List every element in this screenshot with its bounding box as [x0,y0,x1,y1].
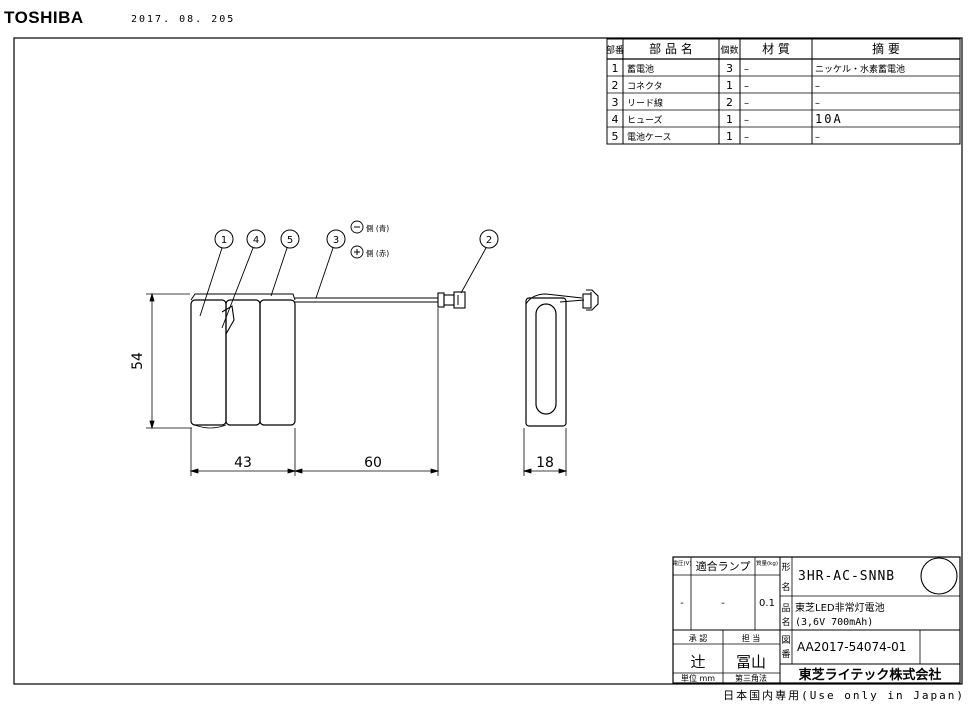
row-name: 蓄電池 [627,63,654,75]
row-name: コネクタ [627,81,663,92]
battery-front-view [190,291,466,429]
row-name: ヒューズ [627,114,663,126]
row-no: 1 [612,62,619,75]
parts-table: 部番 部 品 名 個数 材 質 摘 要 1 蓄電池 3 – ニッケル・水素蓄電池… [606,38,961,145]
callout-5 [280,229,300,249]
battery-cell [190,299,227,426]
connector-side [582,289,599,311]
plus-icon [350,245,364,259]
table-row: 1 蓄電池 3 – ニッケル・水素蓄電池 [612,62,906,75]
product-name: 東芝LED非常灯電池 [795,601,885,614]
approver-name: 辻 [690,653,705,671]
row-note: 10A [815,112,843,126]
row-note: – [815,81,820,92]
row-name: 電池ケース [627,131,672,143]
weight-value: 0.1 [759,598,775,609]
battery-cell [259,299,296,426]
dim-height-label: 54 [130,352,146,370]
brand-logo: TOSHIBA [4,8,84,27]
legend-plus-text: 側 (赤) [366,248,389,258]
row-note: ニッケル・水素蓄電池 [815,63,905,75]
callout-1 [214,229,234,249]
dim-width-label: 43 [234,455,252,471]
usage-note: 日本国内専用(Use only in Japan) [723,689,965,702]
col-header-note: 摘 要 [872,41,900,56]
callout-label: 5 [287,235,293,246]
row-material: – [744,81,749,92]
callout-label: 3 [333,235,339,246]
lamp-label: 適合ランプ [696,559,751,573]
voltage-value: - [680,598,684,609]
title-block-text: 電圧(V) 適合ランプ 質量(kg) - - 0.1 形 名 3HR-AC-SN… [672,559,941,683]
approval-seal [920,557,958,595]
lamp-value: - [721,598,725,609]
drawing-date: 2017. 08. 205 [131,14,236,25]
product-label: 名 [781,616,790,628]
callout-3 [326,229,346,249]
dimensions [146,292,568,476]
dim-depth-label: 18 [536,455,554,471]
row-qty: 1 [726,113,733,126]
row-qty: 2 [726,96,733,109]
legend-minus-text: 側 (青) [366,223,389,233]
drawing-no-label: 図 [781,635,790,646]
person-in-charge-name: 冨山 [736,653,766,671]
table-row: 4 ヒューズ 1 – 10A [612,112,843,126]
callout-label: 2 [486,235,492,246]
battery-cell [225,299,261,426]
table-row: 3 リード線 2 – – [612,96,821,109]
projection-label: 第三角法 [735,673,767,683]
weight-label: 質量(kg) [756,559,778,567]
product-spec: (3,6V 700mAh) [795,617,873,628]
charge-label: 担 当 [742,633,761,643]
table-row: 5 電池ケース 1 – – [612,130,821,143]
table-row: 2 コネクタ 1 – – [612,79,821,92]
row-note: – [815,132,820,143]
model-label: 形 [781,561,790,573]
row-qty: 1 [726,130,733,143]
approve-label: 承 認 [689,633,708,643]
row-no: 3 [612,96,619,109]
voltage-label: 電圧(V) [672,560,691,567]
product-label: 品 [781,603,790,614]
row-material: – [744,98,749,109]
dim-lead-label: 60 [364,455,382,471]
sheet-border [13,37,963,685]
row-qty: 3 [726,62,733,75]
row-no: 5 [612,130,619,143]
row-material: – [744,132,749,143]
battery-side-view [525,289,599,427]
minus-icon [350,220,364,234]
drawing-no-label: 番 [781,648,790,660]
unit-label: 単位 mm [681,673,715,683]
title-block [672,556,961,684]
row-material: – [744,115,749,126]
row-no: 2 [612,79,619,92]
callout-4 [246,229,266,249]
model-number: 3HR-AC-SNNB [798,569,895,584]
col-header-qty: 個数 [720,44,738,56]
row-no: 4 [612,113,619,126]
callouts [199,229,499,329]
col-header-no: 部番 [606,44,624,56]
row-name: リード線 [627,97,663,109]
col-header-material: 材 質 [762,41,790,56]
col-header-name: 部 品 名 [649,41,693,56]
model-label: 名 [781,581,790,593]
company-name: 東芝ライテック株式会社 [799,667,942,683]
row-note: – [815,98,820,109]
row-qty: 1 [726,79,733,92]
polarity-legend: 側 (青) 側 (赤) [350,220,389,259]
callout-2 [479,229,499,249]
callout-label: 4 [253,235,259,246]
drawing-number: AA2017-54074-01 [797,640,906,654]
row-material: – [744,64,749,75]
callout-label: 1 [221,235,227,246]
